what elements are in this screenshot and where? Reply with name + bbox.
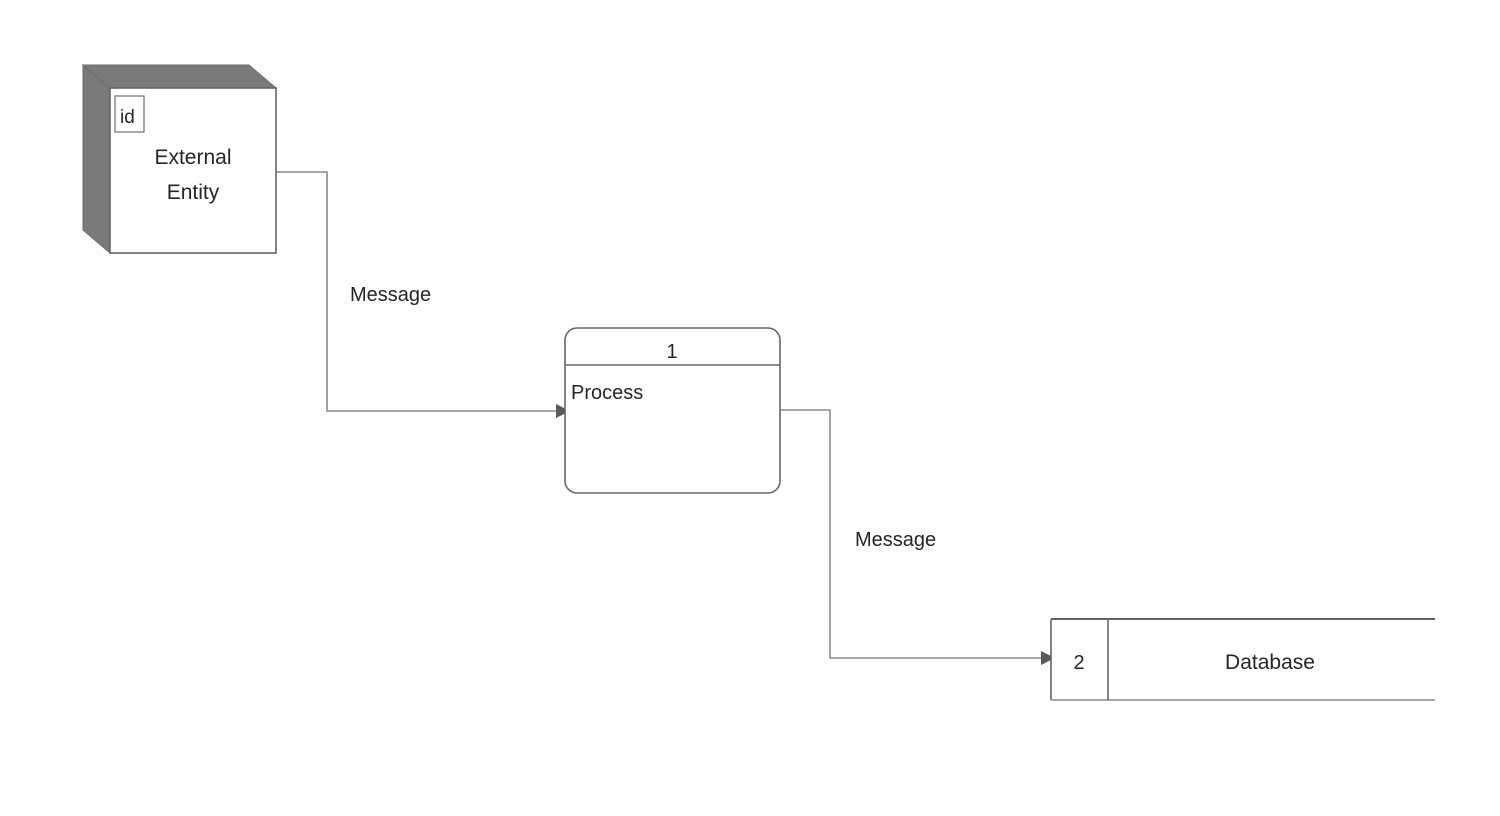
node-datastore[interactable]: 2 Database [1050, 618, 1435, 701]
entity-id-label: id [120, 107, 135, 128]
entity-side-face [82, 63, 111, 255]
datastore-label: Database [1225, 651, 1315, 674]
flow-line-2[interactable] [780, 409, 1043, 659]
entity-id-box [114, 95, 145, 133]
arrowhead-1 [556, 404, 570, 418]
node-external-entity[interactable]: id External Entity [81, 63, 278, 255]
flow-label-2: Message [855, 529, 936, 551]
entity-front-face-border [109, 87, 277, 254]
process-body-fill [565, 328, 780, 493]
datastore-body-fill [1051, 619, 1435, 700]
flow-connector-process-to-datastore[interactable] [780, 409, 1055, 665]
flow-connector-entity-to-process[interactable] [276, 171, 570, 418]
arrowhead-2 [1041, 651, 1055, 665]
datastore-number: 2 [1073, 652, 1084, 674]
entity-label-line2: Entity [167, 181, 220, 204]
flow-label-1: Message [350, 284, 431, 306]
entity-label-line1: External [154, 146, 231, 169]
process-number: 1 [666, 341, 677, 363]
flow-line-1[interactable] [276, 171, 558, 412]
process-label: Process [571, 382, 643, 404]
process-body-border [564, 327, 781, 494]
entity-top-face [81, 64, 278, 89]
node-process[interactable]: 1 Process [564, 327, 781, 494]
